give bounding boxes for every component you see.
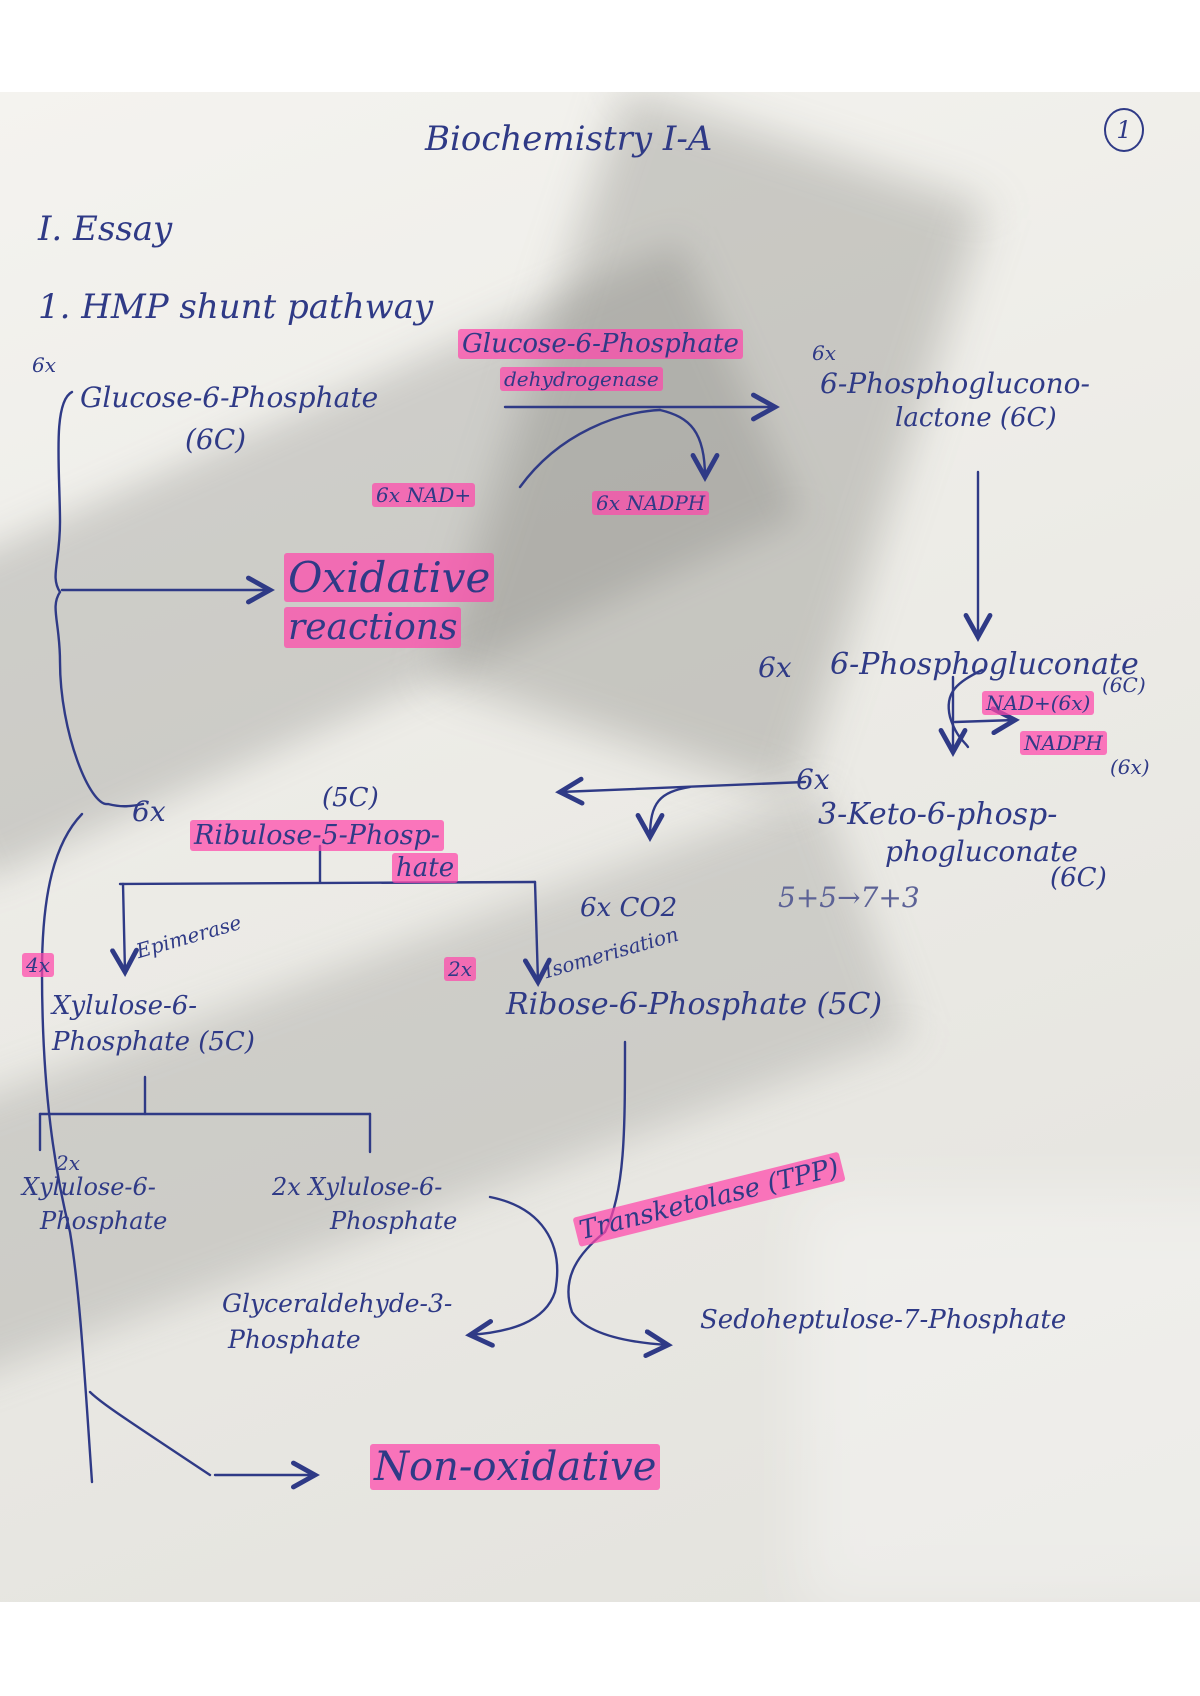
nad2-cofactor: NAD+(6x) (982, 691, 1095, 715)
arrow-to-co2 (650, 785, 692, 837)
nad-cofactor: 6x NAD+ (372, 483, 476, 507)
highlight: Ribulose-5-Phosp- (190, 820, 444, 851)
xu5p-line2: Phosphate (5C) (52, 1027, 255, 1057)
g6p-multiplier: 6x (32, 353, 57, 377)
arrow-to-nadph2 (953, 720, 1015, 722)
xu5p-count: 4x (22, 953, 55, 977)
arrow-r5p-down (567, 1040, 668, 1345)
keto-line1: 3-Keto-6-phosp- (818, 797, 1058, 832)
brace-oxidative (54, 390, 145, 808)
highlight: 6x NADPH (592, 491, 710, 515)
question-heading: 1. HMP shunt pathway (38, 287, 434, 327)
r5p-label: Ribose-6-Phosphate (5C) (506, 987, 883, 1022)
highlight: reactions (284, 607, 462, 648)
xu-a-multiplier: 2x (56, 1151, 81, 1175)
lactone-multiplier: 6x (812, 341, 837, 365)
split-bar (118, 880, 537, 886)
g3p-line2: Phosphate (228, 1325, 361, 1354)
left-long-line (40, 812, 94, 1484)
highlight: NAD+(6x) (982, 691, 1095, 715)
ru5p-multiplier: 6x (132, 795, 166, 828)
g6p-carbons: (6C) (185, 423, 247, 456)
highlight: 6x NAD+ (372, 483, 476, 507)
keto-line2: phogluconate (885, 835, 1078, 868)
xu-a-line2: Phosphate (40, 1207, 168, 1235)
highlight: Oxidative (284, 553, 495, 602)
highlight: dehydrogenase (500, 367, 663, 391)
highlight: Glucose-6-Phosphate (458, 329, 743, 359)
oxidative-label-line1: Oxidative (284, 553, 495, 602)
xu-b-line2: Phosphate (330, 1207, 458, 1235)
pg-carbons: (6C) (1102, 673, 1146, 697)
ru5p-line1: Ribulose-5-Phosp- (190, 820, 444, 851)
highlight: 4x (22, 953, 55, 977)
carbon-equation: 5+5→7+3 (778, 881, 920, 914)
oxidative-label-line2: reactions (284, 607, 462, 648)
g3p-line1: Glyceraldehyde-3- (222, 1289, 453, 1318)
xu-a-line1: Xylulose-6- (22, 1173, 156, 1201)
pathway-arrows (38, 390, 1200, 1602)
enzyme-g6pd-line1: Glucose-6-Phosphate (458, 329, 743, 360)
s7p-label: Sedoheptulose-7-Phosphate (700, 1305, 1067, 1335)
nadph2-count: (6x) (1110, 755, 1150, 779)
highlight: hate (392, 853, 459, 883)
enzyme-g6pd-line2: dehydrogenase (500, 367, 663, 391)
g6p-label: Glucose-6-Phosphate (80, 381, 379, 414)
bottom-triangle (88, 1390, 212, 1477)
keto-multiplier: 6x (796, 763, 830, 796)
r5p-count: 2x (444, 957, 477, 981)
pg-multiplier: 6x (758, 651, 792, 684)
xu5p-line1: Xylulose-6- (52, 991, 198, 1021)
highlight: NADPH (1020, 731, 1107, 755)
arrow-to-nadph (658, 408, 705, 477)
arrow-xu-to-g3p (470, 1195, 559, 1335)
highlight: Non-oxidative (370, 1444, 661, 1490)
ru5p-carbons: (5C) (322, 783, 379, 813)
arrow-to-xu5p (123, 882, 125, 972)
nadph2-cofactor: NADPH (1020, 731, 1107, 755)
non-oxidative-label: Non-oxidative (370, 1444, 661, 1490)
co2-label: 6x CO2 (580, 893, 678, 923)
keto-carbons: (6C) (1050, 863, 1107, 893)
page-title: Biochemistry I-A (425, 119, 713, 159)
arrow-nad-curve (518, 408, 662, 489)
highlight: 2x (444, 957, 477, 981)
notebook-page: Biochemistry I-A 1 I. Essay 1. HMP shunt… (0, 92, 1200, 1602)
arrow-keto-to-ru5p (560, 782, 807, 792)
section-heading: I. Essay (38, 209, 173, 249)
nadph-cofactor: 6x NADPH (592, 491, 710, 515)
xu-b-line1: 2x Xylulose-6- (272, 1173, 443, 1201)
lactone-line1: 6-Phosphoglucono- (820, 367, 1090, 400)
pg-label: 6-Phosphogluconate (830, 647, 1139, 682)
lactone-line2: lactone (6C) (895, 403, 1057, 433)
ru5p-line2: hate (392, 853, 459, 884)
arrow-to-r5p (535, 880, 538, 982)
page-number: 1 (1104, 108, 1144, 152)
